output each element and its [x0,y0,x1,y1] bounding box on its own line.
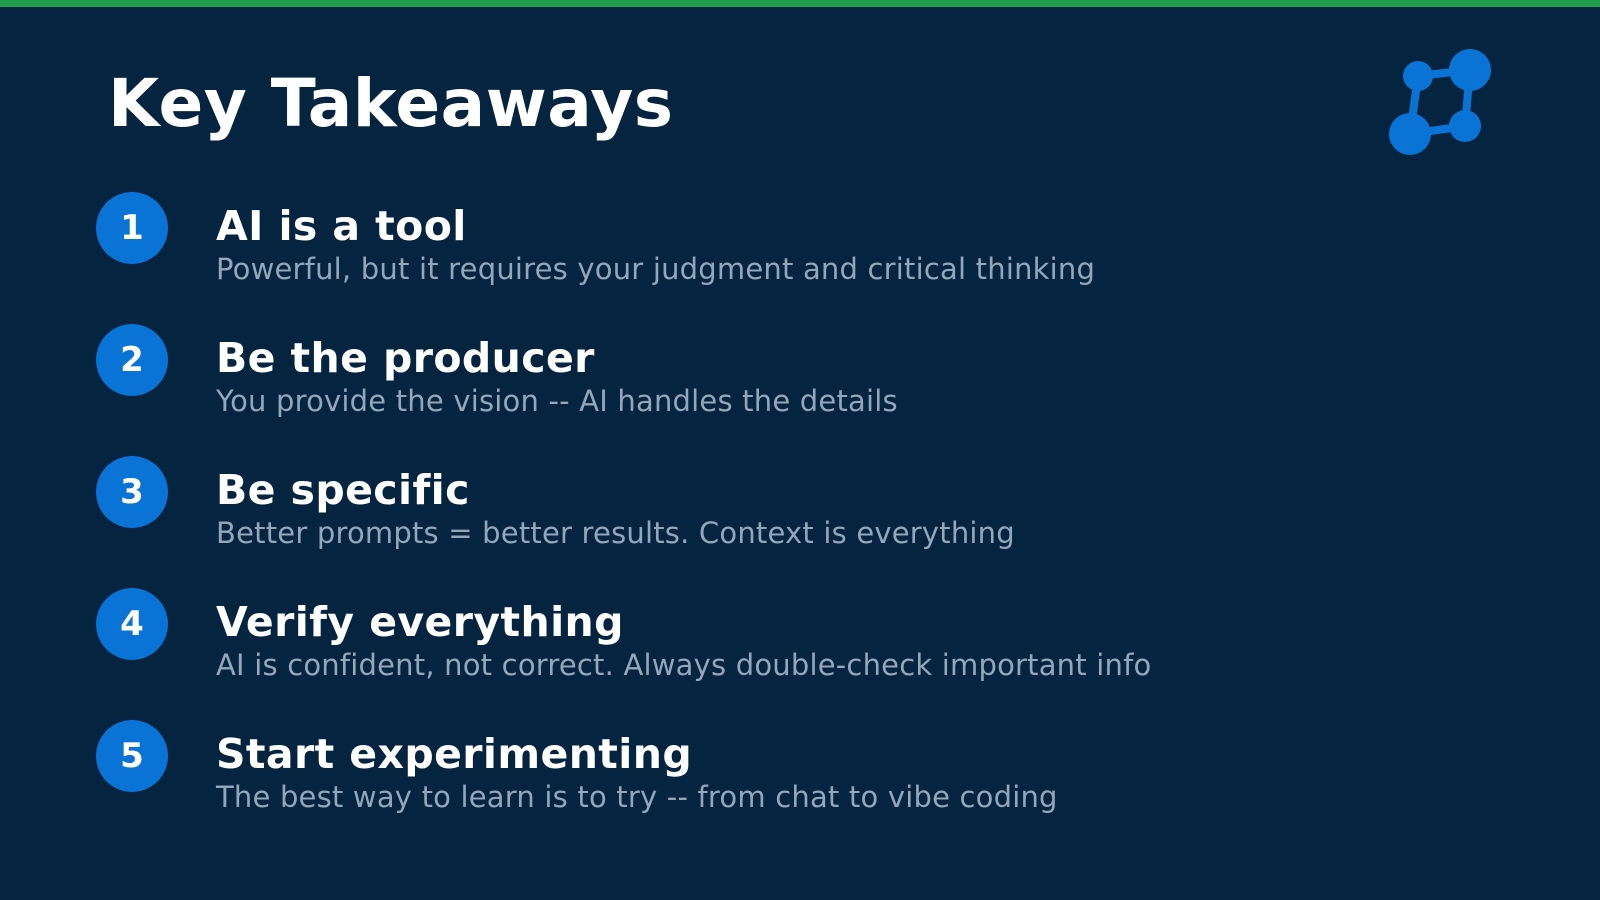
network-node-bottom-left [1389,113,1431,155]
takeaway-description: Powerful, but it requires your judgment … [216,252,1096,286]
top-accent-bar [0,0,1600,7]
takeaway-description: You provide the vision -- AI handles the… [216,384,898,418]
takeaway-title: Verify everything [216,598,624,646]
takeaway-title: Be the producer [216,334,595,382]
takeaway-item: 3 Be specific Better prompts = better re… [96,456,1396,556]
takeaway-number-badge: 1 [96,192,168,264]
network-nodes-icon [1389,49,1491,155]
takeaway-number-badge: 5 [96,720,168,792]
takeaway-number-badge: 3 [96,456,168,528]
network-node-bottom-right [1449,110,1481,142]
takeaway-item: 4 Verify everything AI is confident, not… [96,588,1396,688]
takeaway-description: Better prompts = better results. Context… [216,516,1015,550]
takeaway-item: 1 AI is a tool Powerful, but it requires… [96,192,1396,292]
takeaway-description: AI is confident, not correct. Always dou… [216,648,1152,682]
takeaway-item: 5 Start experimenting The best way to le… [96,720,1396,820]
takeaway-title: Be specific [216,466,470,514]
network-node-top-left [1403,61,1433,91]
takeaway-number-badge: 4 [96,588,168,660]
takeaway-item: 2 Be the producer You provide the vision… [96,324,1396,424]
page-title: Key Takeaways [108,65,674,142]
takeaway-number-badge: 2 [96,324,168,396]
takeaway-description: The best way to learn is to try -- from … [216,780,1058,814]
takeaway-title: Start experimenting [216,730,693,778]
takeaway-title: AI is a tool [216,202,467,250]
network-node-top-right [1449,49,1491,91]
